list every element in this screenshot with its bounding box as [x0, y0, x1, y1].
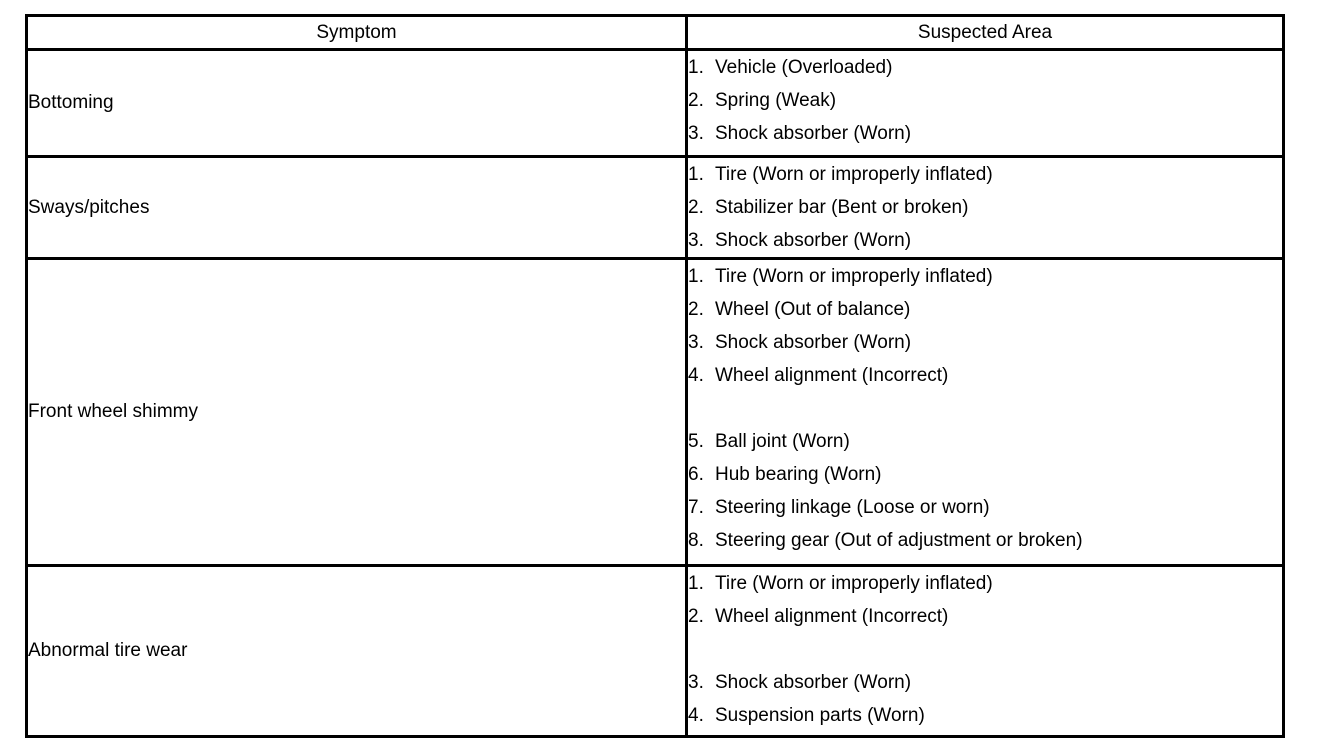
list-item: 2. Wheel (Out of balance)	[688, 293, 1282, 326]
item-text: Shock absorber (Worn)	[715, 332, 912, 353]
list-item: 3. Shock absorber (Worn)	[688, 666, 1282, 699]
list-item: 2. Stabilizer bar (Bent or broken)	[688, 191, 1282, 224]
suspected-area-list: 1. Tire (Worn or improperly inflated) 2. W…	[685, 257, 1285, 567]
item-text: Shock absorber (Worn)	[715, 123, 912, 144]
item-text: Wheel alignment (Incorrect)	[715, 606, 949, 627]
item-text: Steering gear (Out of adjustment or brok…	[715, 530, 1083, 551]
item-text: Spring (Weak)	[715, 90, 837, 111]
item-number: 3.	[688, 123, 704, 144]
list-item: 3. Shock absorber (Worn)	[688, 326, 1282, 359]
item-number: 6.	[688, 464, 704, 485]
table-row-sways-pitches: Sways/pitches 1. Tire (Worn or improperly…	[25, 155, 1285, 260]
symptom-suspected-area-table: Symptom Suspected Area Bottoming 1. Vehic…	[25, 14, 1285, 738]
item-number: 1.	[688, 266, 704, 287]
item-number: 2.	[688, 197, 704, 218]
item-text: Hub bearing (Worn)	[715, 464, 882, 485]
item-number: 3.	[688, 230, 704, 251]
column-header-symptom: Symptom	[25, 14, 688, 51]
suspected-area-list: 1. Tire (Worn or improperly inflated) 2. W…	[685, 564, 1285, 738]
table-row-abnormal-tire-wear: Abnormal tire wear 1. Tire (Worn or impro…	[25, 564, 1285, 738]
item-number: 3.	[688, 332, 704, 353]
list-item: 1. Tire (Worn or improperly inflated)	[688, 567, 1282, 600]
item-number: 2.	[688, 299, 704, 320]
list-item: 4. Wheel alignment (Incorrect)	[688, 359, 1282, 392]
item-number: 2.	[688, 90, 704, 111]
symptom-label: Sways/pitches	[25, 155, 688, 260]
item-number: 1.	[688, 57, 704, 78]
list-item: 6. Hub bearing (Worn)	[688, 458, 1282, 491]
item-number: 1.	[688, 573, 704, 594]
item-text: Steering linkage (Loose or worn)	[715, 497, 990, 518]
item-text: Wheel alignment (Incorrect)	[715, 365, 949, 386]
symptom-label: Abnormal tire wear	[25, 564, 688, 738]
table-row-bottoming: Bottoming 1. Vehicle (Overloaded) 2. Sprin…	[25, 48, 1285, 158]
item-text: Shock absorber (Worn)	[715, 672, 912, 693]
suspected-area-list: 1. Vehicle (Overloaded) 2. Spring (Weak) 3…	[685, 48, 1285, 158]
item-text: Vehicle (Overloaded)	[715, 57, 893, 78]
list-item: 1. Tire (Worn or improperly inflated)	[688, 158, 1282, 191]
column-header-suspected-area: Suspected Area	[685, 14, 1285, 51]
item-number: 5.	[688, 431, 704, 452]
item-number: 8.	[688, 530, 704, 551]
item-text: Stabilizer bar (Bent or broken)	[715, 197, 969, 218]
list-item: 4. Suspension parts (Worn)	[688, 699, 1282, 732]
item-number: 3.	[688, 672, 704, 693]
item-text: Tire (Worn or improperly inflated)	[715, 266, 993, 287]
symptom-label: Front wheel shimmy	[25, 257, 688, 567]
list-item: 3. Shock absorber (Worn)	[688, 224, 1282, 257]
diagnosis-table-container: Symptom Suspected Area Bottoming 1. Vehic…	[25, 14, 1285, 738]
item-number: 4.	[688, 365, 704, 386]
item-number: 7.	[688, 497, 704, 518]
item-text: Ball joint (Worn)	[715, 431, 850, 452]
symptom-label: Bottoming	[25, 48, 688, 158]
list-item: 1. Vehicle (Overloaded)	[688, 51, 1282, 84]
list-item: 3. Shock absorber (Worn)	[688, 117, 1282, 150]
list-item: 2. Wheel alignment (Incorrect)	[688, 600, 1282, 633]
item-text: Suspension parts (Worn)	[715, 705, 925, 726]
table-row-front-wheel-shimmy: Front wheel shimmy 1. Tire (Worn or impro…	[25, 257, 1285, 567]
item-number: 4.	[688, 705, 704, 726]
item-text: Tire (Worn or improperly inflated)	[715, 164, 993, 185]
list-item: 2. Spring (Weak)	[688, 84, 1282, 117]
header-row: Symptom Suspected Area	[25, 14, 1285, 51]
list-item: 8. Steering gear (Out of adjustment or br…	[688, 524, 1282, 557]
list-item: 1. Tire (Worn or improperly inflated)	[688, 260, 1282, 293]
list-gap	[688, 392, 1282, 425]
item-number: 1.	[688, 164, 704, 185]
item-text: Shock absorber (Worn)	[715, 230, 912, 251]
item-text: Tire (Worn or improperly inflated)	[715, 573, 993, 594]
item-number: 2.	[688, 606, 704, 627]
list-item: 5. Ball joint (Worn)	[688, 425, 1282, 458]
item-text: Wheel (Out of balance)	[715, 299, 911, 320]
list-item: 7. Steering linkage (Loose or worn)	[688, 491, 1282, 524]
suspected-area-list: 1. Tire (Worn or improperly inflated) 2. S…	[685, 155, 1285, 260]
list-gap	[688, 633, 1282, 666]
